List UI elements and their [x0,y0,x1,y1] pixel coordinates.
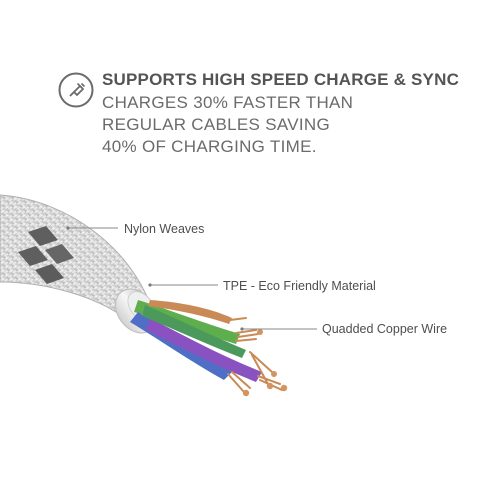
callout-nylon-weaves: Nylon Weaves [124,222,205,236]
headline: SUPPORTS HIGH SPEED CHARGE & SYNC [102,70,460,89]
description-line-2: REGULAR CABLES SAVING [102,115,330,134]
description-line-1: CHARGES 30% FASTER THAN [102,93,354,112]
description-line-3: 40% OF CHARGING TIME. [102,137,317,156]
callout-dots [66,226,244,331]
cable-connector-icon [58,72,94,108]
quadded-copper-wires [130,300,288,397]
callout-tpe-material: TPE - Eco Friendly Material [223,279,376,293]
callout-quadded-copper-wire: Quadded Copper Wire [322,322,448,336]
callout-leader-lines [68,227,317,330]
